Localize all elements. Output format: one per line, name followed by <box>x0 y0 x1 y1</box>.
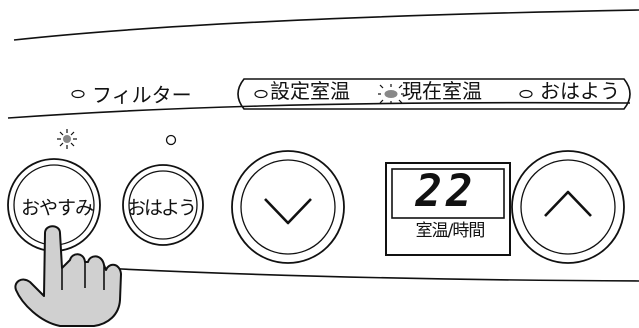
oyasumi-button-label: おやすみ <box>20 197 94 219</box>
set-temp-indicator-label: 設定室温 <box>270 79 350 103</box>
ohayou-button[interactable] <box>122 164 204 246</box>
ohayou-led <box>165 134 177 146</box>
current-temp-indicator-label: 現在室温 <box>402 79 482 103</box>
ohayou-button-label: おはよう <box>126 197 197 219</box>
temp-up-button[interactable] <box>511 150 625 264</box>
panel-divider-line <box>7 101 631 119</box>
temp-down-button[interactable] <box>231 150 345 264</box>
indicator-group-frame <box>237 78 631 110</box>
morning-led <box>519 89 533 99</box>
set-temp-led <box>254 89 268 99</box>
pressing-hand-icon <box>14 225 122 327</box>
filter-led <box>71 89 85 99</box>
filter-indicator-label: フィルター <box>92 83 192 107</box>
panel-top-edge <box>13 9 639 41</box>
temp-time-button-label: 室温/時間 <box>415 221 486 241</box>
chevron-up-icon <box>544 190 592 217</box>
chevron-down-icon <box>264 198 312 225</box>
current-temp-led-lit <box>378 84 404 104</box>
oyasumi-led-lit <box>57 129 77 149</box>
display-digits: 22 <box>415 166 477 217</box>
panel-bottom-edge <box>99 267 639 282</box>
morning-indicator-label: おはよう <box>540 79 620 103</box>
temp-time-button[interactable] <box>385 162 511 256</box>
seven-seg-display <box>391 168 505 219</box>
